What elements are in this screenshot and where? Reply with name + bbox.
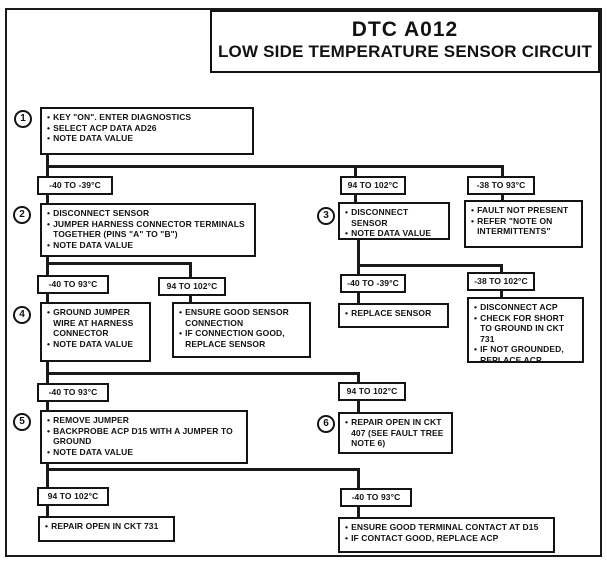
bullet-item: REFER "NOTE ON INTERMITTENTS"	[471, 216, 576, 237]
connector-line	[46, 506, 49, 516]
connector-line	[357, 507, 360, 517]
bullet-item: GROUND JUMPER WIRE AT HARNESS CONNECTOR	[47, 307, 144, 339]
branch-label-s2-high: 94 TO 102°C	[158, 277, 226, 296]
title-box: DTC A012 LOW SIDE TEMPERATURE SENSOR CIR…	[210, 10, 600, 73]
branch-label-s4-high: 94 TO 102°C	[338, 382, 406, 401]
result-box-repair-ckt-731: REPAIR OPEN IN CKT 731	[38, 516, 175, 542]
step-box-3: DISCONNECT SENSOR NOTE DATA VALUE	[338, 202, 450, 240]
connector-line	[46, 195, 49, 204]
bullet-item: ENSURE GOOD SENSOR CONNECTION	[179, 307, 304, 328]
step-box-2: DISCONNECT SENSOR JUMPER HARNESS CONNECT…	[40, 203, 256, 257]
connector-line	[501, 195, 504, 201]
page-border	[5, 8, 602, 557]
bullet-item: NOTE DATA VALUE	[47, 133, 247, 144]
result-box-ensure-terminal-contact: ENSURE GOOD TERMINAL CONTACT AT D15 IF C…	[338, 517, 555, 553]
bullet-item: JUMPER HARNESS CONNECTOR TERMINALS TOGET…	[47, 219, 249, 240]
connector-line	[357, 236, 360, 267]
connector-line	[46, 402, 49, 410]
bullet-item: SELECT ACP DATA AD26	[47, 123, 247, 134]
step-box-6: REPAIR OPEN IN CKT 407 (SEE FAULT TREE N…	[338, 412, 453, 454]
connector-line	[46, 375, 49, 383]
connector-line	[357, 293, 360, 303]
dtc-code: DTC A012	[351, 18, 459, 41]
bullet-item: REPAIR OPEN IN CKT 731	[45, 521, 168, 532]
connector-line	[46, 165, 504, 168]
bullet-item: DISCONNECT ACP	[474, 302, 577, 313]
connector-line	[501, 168, 504, 176]
bullet-item: REMOVE JUMPER	[47, 415, 241, 426]
bullet-item: ENSURE GOOD TERMINAL CONTACT AT D15	[345, 522, 548, 533]
connector-line	[500, 267, 503, 272]
branch-label-s4-normal: -40 TO 93°C	[37, 383, 109, 402]
connector-line	[357, 401, 360, 412]
bullet-item: IF NOT GROUNDED, REPLACE ACP	[474, 344, 577, 365]
connector-line	[189, 296, 192, 302]
branch-label-s5-normal: -40 TO 93°C	[340, 488, 412, 507]
bullet-item: IF CONNECTION GOOD, REPLACE SENSOR	[179, 328, 304, 349]
step-box-4: GROUND JUMPER WIRE AT HARNESS CONNECTOR …	[40, 302, 151, 362]
step-badge-4: 4	[13, 306, 31, 324]
connector-line	[46, 468, 360, 471]
connector-line	[46, 151, 49, 168]
step-badge-3: 3	[317, 207, 335, 225]
connector-line	[46, 265, 49, 275]
connector-line	[46, 168, 49, 176]
connector-line	[46, 262, 192, 265]
connector-line	[46, 471, 49, 487]
branch-label-s2-normal: -40 TO 93°C	[37, 275, 109, 294]
bullet-item: NOTE DATA VALUE	[47, 339, 144, 350]
bullet-item: KEY "ON". ENTER DIAGNOSTICS	[47, 112, 247, 123]
connector-line	[500, 291, 503, 297]
branch-label-s1-normal: -38 TO 93°C	[467, 176, 535, 195]
dtc-name: LOW SIDE TEMPERATURE SENSOR CIRCUIT	[217, 42, 593, 61]
connector-line	[354, 195, 357, 203]
branch-label-s1-low: -40 TO -39°C	[37, 176, 113, 195]
connector-line	[46, 372, 360, 375]
step-badge-6: 6	[317, 415, 335, 433]
result-box-ensure-sensor-connection: ENSURE GOOD SENSOR CONNECTION IF CONNECT…	[172, 302, 311, 358]
step-box-1: KEY "ON". ENTER DIAGNOSTICS SELECT ACP D…	[40, 107, 254, 155]
bullet-item: REPLACE SENSOR	[345, 308, 442, 319]
bullet-item: CHECK FOR SHORT TO GROUND IN CKT 731	[474, 313, 577, 345]
bullet-item: DISCONNECT SENSOR	[345, 207, 443, 228]
connector-line	[46, 253, 49, 265]
bullet-item: NOTE DATA VALUE	[345, 228, 443, 239]
connector-line	[357, 471, 360, 488]
bullet-item: REPAIR OPEN IN CKT 407 (SEE FAULT TREE N…	[345, 417, 446, 449]
connector-line	[357, 267, 360, 274]
branch-label-s1-high: 94 TO 102°C	[340, 176, 406, 195]
step-badge-5: 5	[13, 413, 31, 431]
bullet-item: DISCONNECT SENSOR	[47, 208, 249, 219]
branch-label-s3-normal: -38 TO 102°C	[467, 272, 535, 291]
bullet-item: FAULT NOT PRESENT	[471, 205, 576, 216]
branch-label-s5-high: 94 TO 102°C	[37, 487, 109, 506]
step-box-5: REMOVE JUMPER BACKPROBE ACP D15 WITH A J…	[40, 410, 248, 464]
result-box-disconnect-acp: DISCONNECT ACP CHECK FOR SHORT TO GROUND…	[467, 297, 584, 365]
connector-line	[357, 375, 360, 382]
result-box-replace-sensor: REPLACE SENSOR	[338, 303, 449, 328]
bullet-item: BACKPROBE ACP D15 WITH A JUMPER TO GROUN…	[47, 426, 241, 447]
bullet-item: NOTE DATA VALUE	[47, 447, 241, 458]
step-badge-2: 2	[13, 206, 31, 224]
bullet-item: NOTE DATA VALUE	[47, 240, 249, 251]
connector-line	[354, 168, 357, 176]
connector-line	[189, 265, 192, 277]
connector-line	[46, 460, 49, 471]
branch-label-s3-low: -40 TO -39°C	[340, 274, 406, 293]
bullet-item: IF CONTACT GOOD, REPLACE ACP	[345, 533, 548, 544]
connector-line	[46, 358, 49, 375]
connector-line	[357, 264, 503, 267]
result-box-fault-not-present: FAULT NOT PRESENT REFER "NOTE ON INTERMI…	[464, 200, 583, 248]
connector-line	[46, 294, 49, 302]
step-badge-1: 1	[14, 110, 32, 128]
